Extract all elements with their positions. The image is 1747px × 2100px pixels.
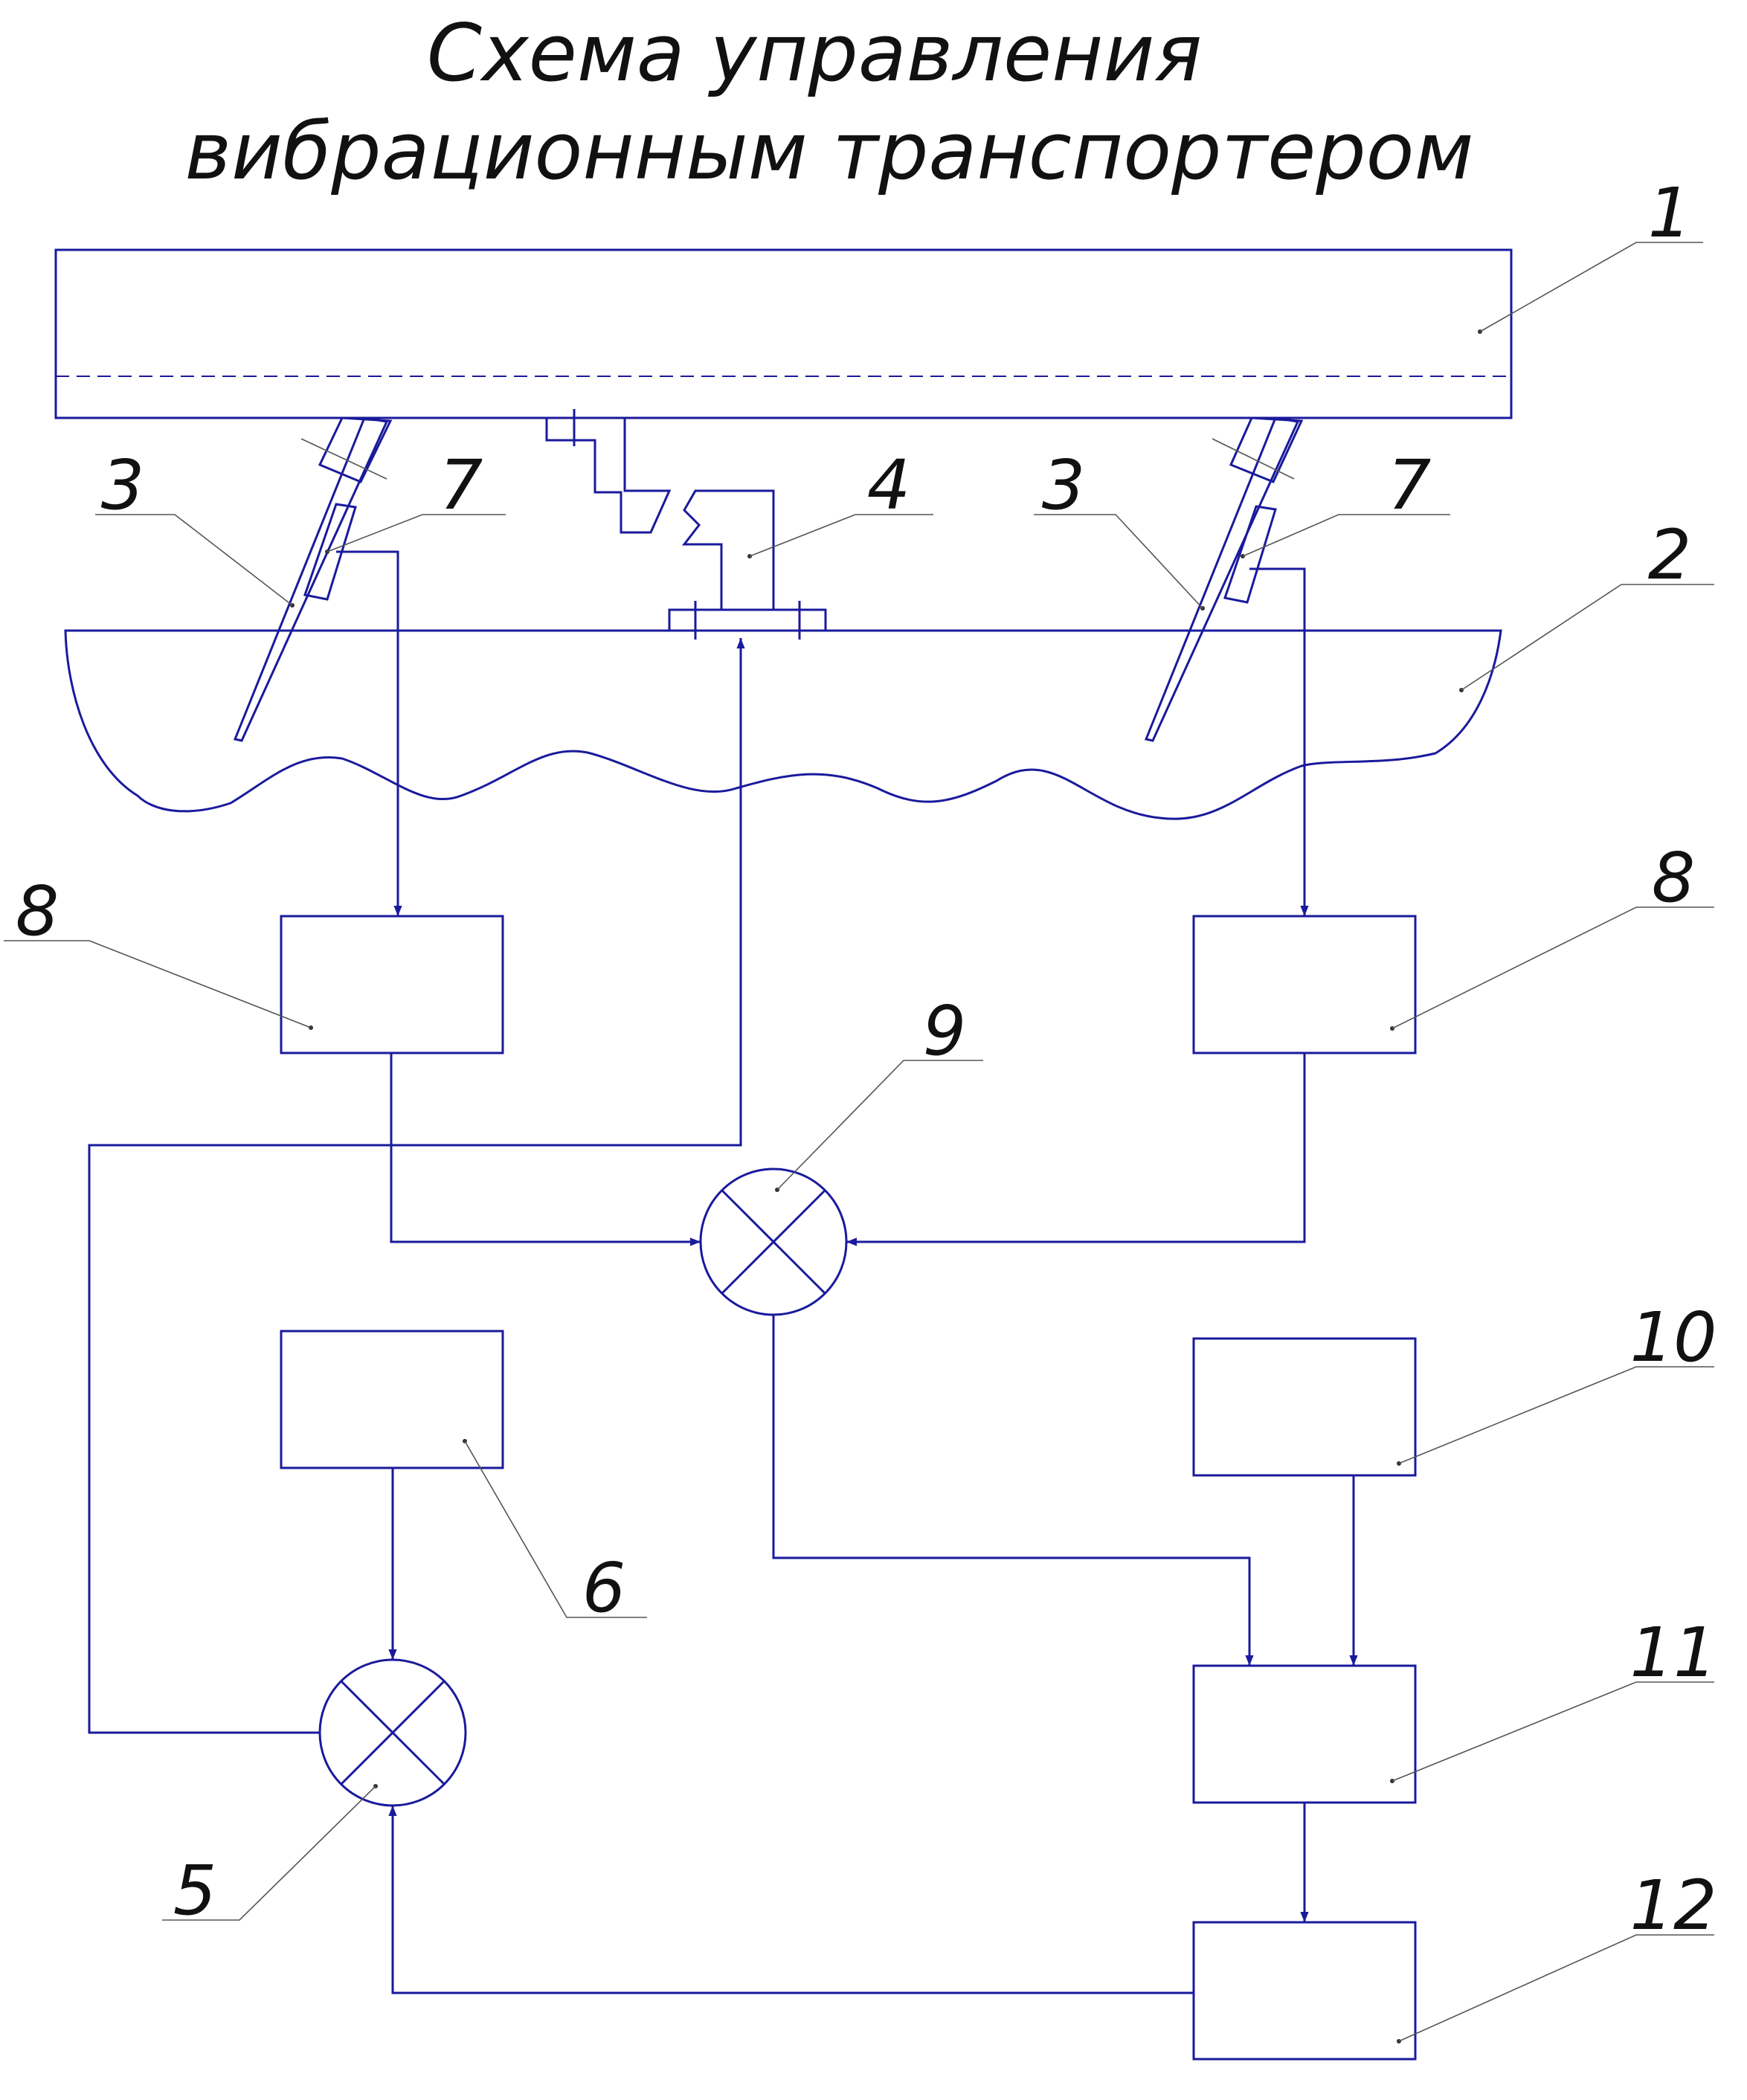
- setpoint-block-6: [280, 1330, 504, 1469]
- wire-8-left-to-9: [390, 1053, 701, 1246]
- position-numbers: 1 2 3 7 3 7 4 8 8 9 6 5 10 11 12: [16, 173, 1717, 1945]
- block-12: [1192, 1921, 1417, 2061]
- label-12: 12: [1629, 1866, 1717, 1945]
- block-11: [1192, 1664, 1417, 1804]
- wire-12-to-5: [388, 1806, 1194, 1994]
- label-10: 10: [1629, 1298, 1717, 1377]
- label-9: 9: [923, 991, 967, 1071]
- label-7-right: 7: [1388, 445, 1432, 525]
- wire-8-right-to-9: [846, 1053, 1306, 1246]
- label-6: 6: [582, 1548, 626, 1628]
- block-8-right: [1192, 915, 1417, 1054]
- label-7-left: 7: [440, 445, 483, 525]
- comparator-9: [699, 1167, 848, 1316]
- wire-9-to-11: [772, 1315, 1254, 1666]
- wire-sensor-left-to-8-left: [336, 550, 402, 916]
- wire-5-to-exciter: [88, 638, 745, 1734]
- base-foundation: [64, 629, 1502, 820]
- label-1: 1: [1648, 173, 1692, 253]
- title-line-2: вибрационным транспортером: [185, 106, 1474, 197]
- label-3-right: 3: [1042, 445, 1086, 525]
- vibration-sensor-right: [1223, 505, 1277, 604]
- leader-lines: [4, 242, 1714, 2042]
- leaf-spring-left: [233, 416, 393, 742]
- vibration-exciter: [545, 409, 827, 640]
- block-8-left: [280, 915, 504, 1054]
- block-10: [1192, 1337, 1417, 1477]
- label-8-left: 8: [16, 872, 59, 951]
- leaf-spring-right: [1144, 416, 1304, 742]
- label-8-right: 8: [1652, 838, 1696, 918]
- wire-sensor-right-to-8-right: [1249, 567, 1309, 916]
- title-line-1: Схема управления: [427, 7, 1202, 99]
- conveyor-trough: [54, 248, 1513, 419]
- signal-wires: [88, 550, 1358, 1994]
- label-11: 11: [1629, 1613, 1717, 1692]
- label-2: 2: [1648, 515, 1692, 595]
- label-4: 4: [867, 445, 911, 525]
- label-3-left: 3: [101, 445, 145, 525]
- label-5: 5: [173, 1851, 217, 1930]
- summing-junction-5: [318, 1658, 467, 1807]
